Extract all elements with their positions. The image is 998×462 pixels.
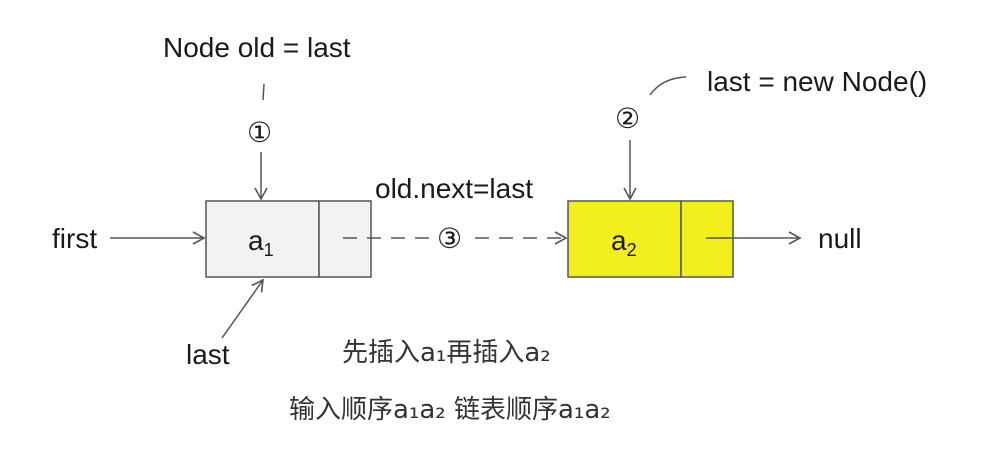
caption-insert-order: 先插入a₁再插入a₂ [342, 338, 551, 368]
pointer-new-node-curve [649, 76, 687, 96]
label-first: first [52, 223, 97, 254]
step-1-marker: ① [247, 116, 272, 149]
label-last-eq-new-node: last = new Node() [707, 66, 927, 97]
label-null: null [818, 223, 862, 254]
arrow-last-to-a1 [221, 278, 264, 339]
caption-input-vs-list-order: 输入顺序a₁a₂ 链表顺序a₁a₂ [289, 395, 611, 425]
node-a1-data-cell [205, 200, 320, 278]
node-a2-next-cell [680, 200, 734, 278]
step-2-marker: ② [615, 102, 640, 135]
node-a2-data-cell [567, 200, 682, 278]
label-old-next-eq-last: old.next=last [375, 173, 533, 204]
label-node-old-eq-last: Node old = last [163, 32, 351, 63]
node-a2-value: a2 [611, 225, 637, 260]
node-a1-next-cell [318, 200, 372, 278]
node-a2: a2 [567, 200, 734, 278]
pointer-old-top [262, 83, 265, 101]
node-a1-value: a1 [248, 225, 274, 260]
label-last-below: last [186, 339, 230, 370]
step-3-marker: ③ [437, 222, 462, 255]
node-a1: a1 [205, 200, 372, 278]
